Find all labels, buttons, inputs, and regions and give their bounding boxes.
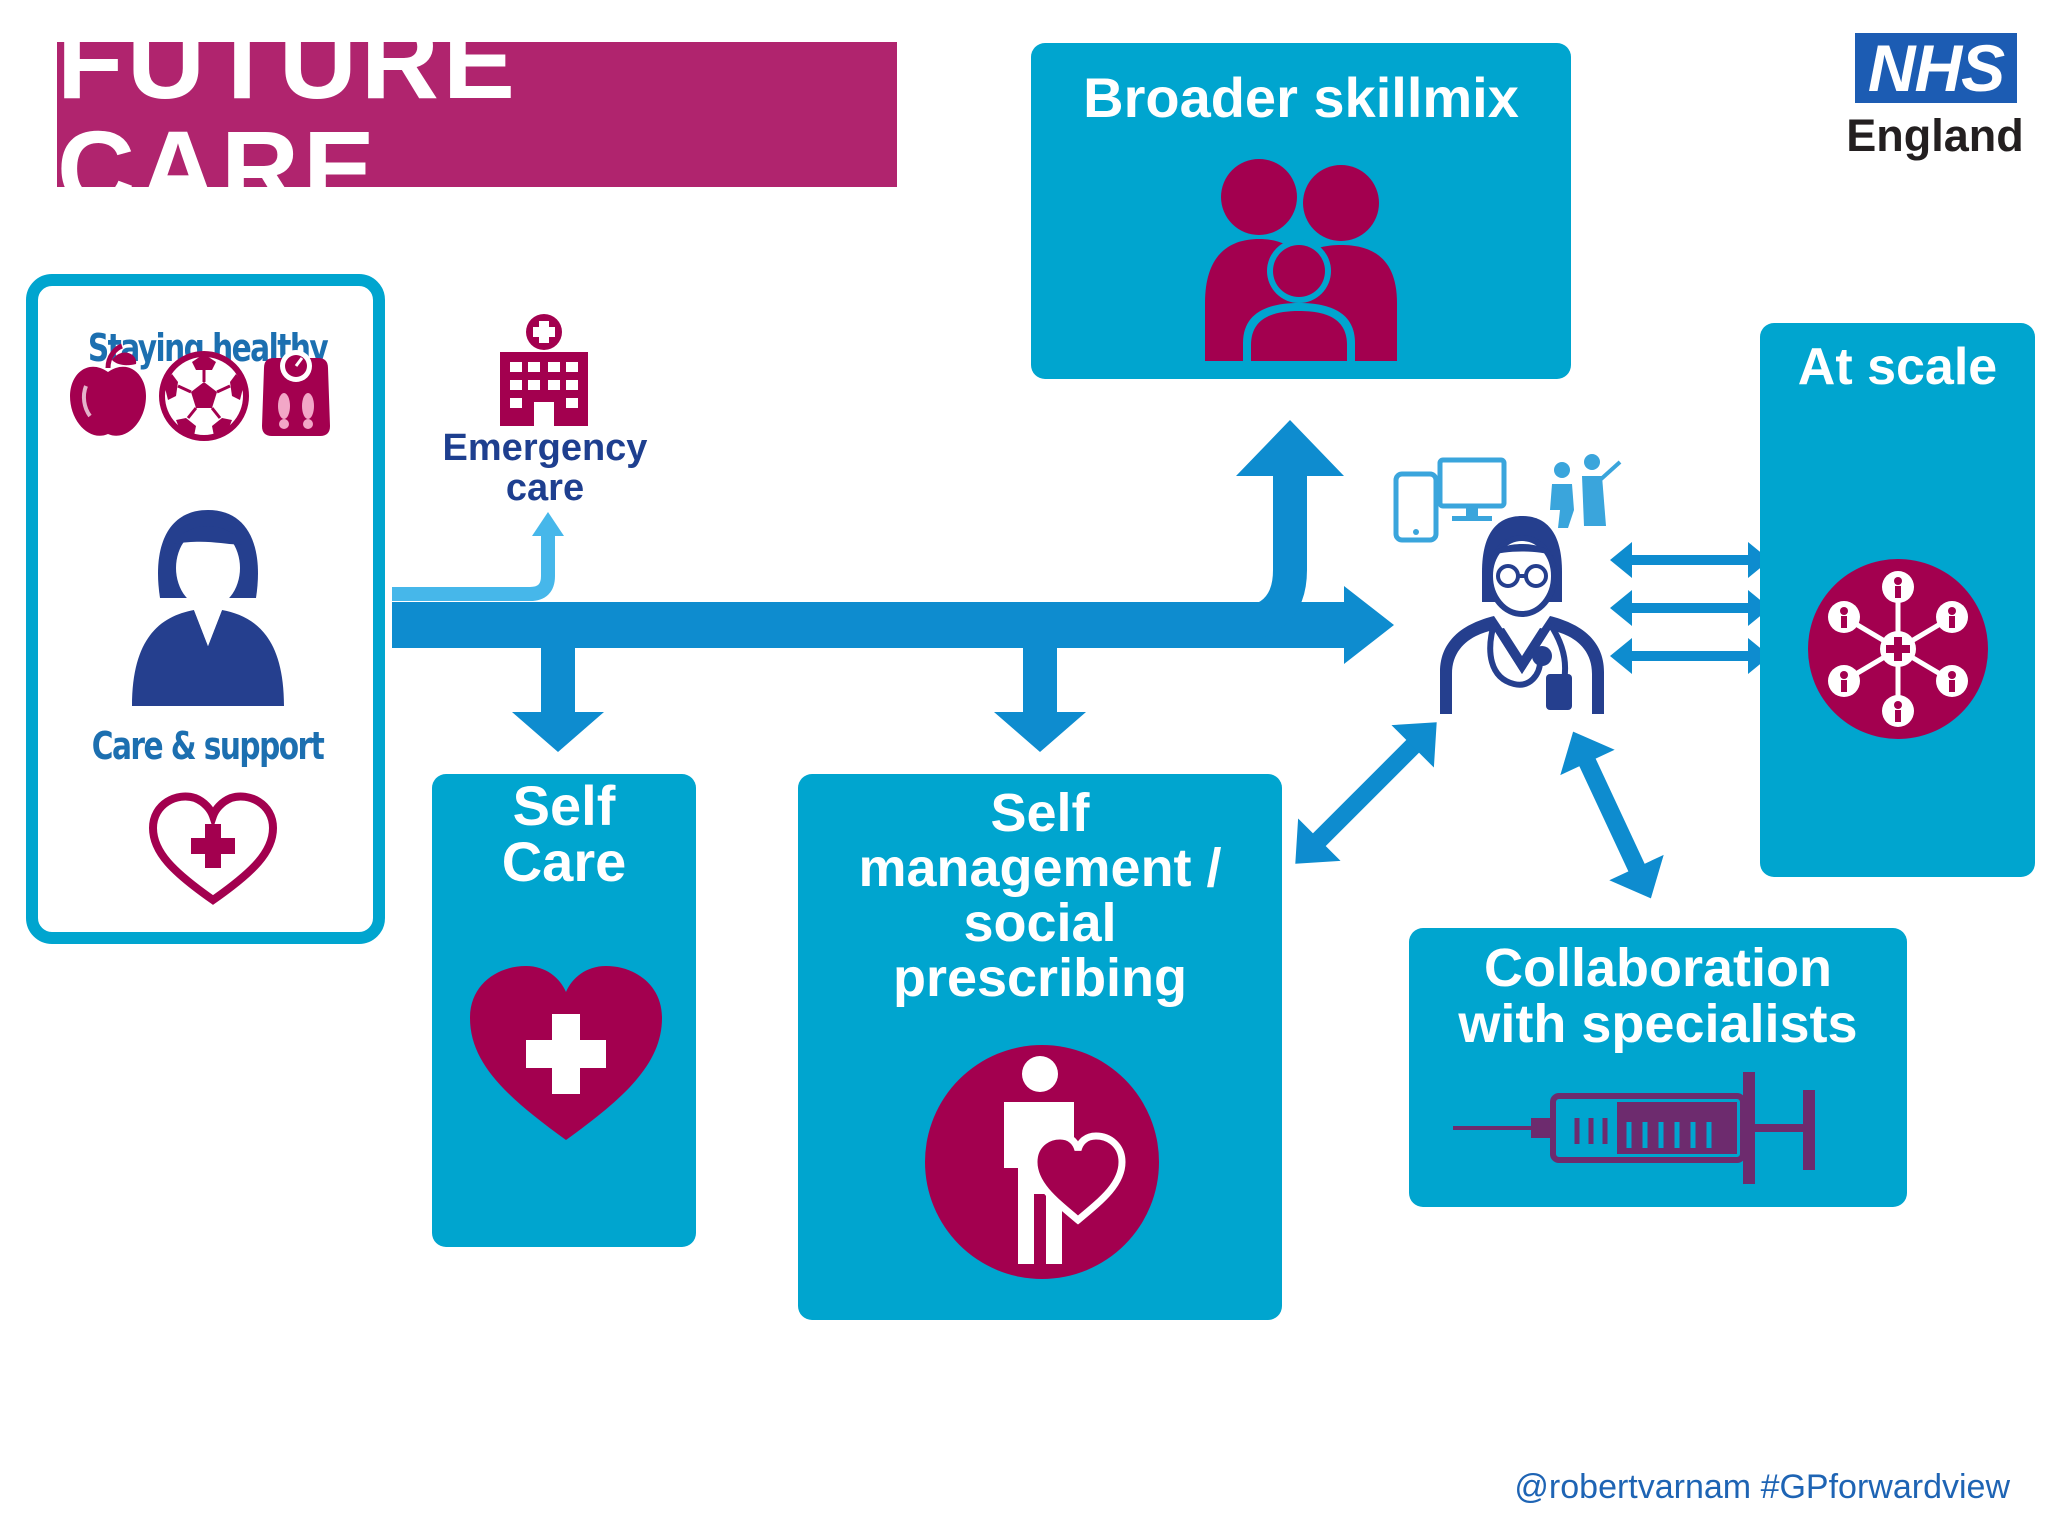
people-icon (1205, 159, 1397, 361)
self-management-label: Self management / social prescribing (798, 786, 1282, 1006)
self-care-label: Self Care (432, 778, 696, 890)
self-care-line2: Care (501, 830, 627, 893)
collaboration-line2: with specialists (1458, 994, 1858, 1054)
emergency-care-line1: Emergency (442, 427, 648, 469)
title-banner: FUTURE CARE (57, 6, 897, 222)
network-icon (1808, 559, 1988, 739)
left-panel: Staying healthy Care & support (26, 274, 385, 944)
nhs-logo: NHS (1855, 33, 2017, 103)
emergency-care-label: Emergency care (425, 428, 665, 508)
gp-management-arrow (1295, 722, 1437, 864)
self-care-tile: Self Care (432, 774, 696, 1247)
scales-icon (262, 350, 330, 436)
broader-skillmix-label: Broader skillmix (1083, 66, 1519, 129)
credit-line: @robertvarnam #GPforwardview (1514, 1468, 2010, 1506)
self-management-line2: management / (858, 838, 1222, 898)
doctor-icon (1440, 516, 1604, 714)
collaboration-label: Collaboration with specialists (1409, 940, 1907, 1052)
care-support-label: Care & support (91, 724, 325, 768)
at-scale-arrows (1610, 542, 1770, 674)
self-care-line1: Self (512, 774, 616, 837)
nhs-logo-name: England (1846, 110, 2024, 161)
consultation-icon (1550, 454, 1622, 528)
devices-icon (1393, 457, 1507, 543)
gp-collaboration-arrow (1560, 731, 1664, 899)
at-scale-tile: At scale (1760, 323, 2035, 877)
heart-cross-icon (148, 792, 278, 905)
self-management-tile: Self management / social prescribing (798, 774, 1282, 1320)
broader-skillmix-tile: Broader skillmix (1031, 43, 1571, 379)
at-scale-label: At scale (1797, 338, 1998, 396)
collaboration-tile: Collaboration with specialists (1409, 928, 1907, 1207)
self-management-line3: social (963, 893, 1117, 953)
heart-cross-icon (470, 966, 662, 1140)
syringe-icon (1453, 1072, 1815, 1184)
left-panel-icons (70, 343, 330, 905)
person-heart-icon (925, 1045, 1159, 1279)
hospital-icon (500, 314, 588, 426)
apple-icon (70, 343, 146, 436)
gp-doctor-icon (1393, 454, 1622, 714)
woman-icon (132, 510, 284, 706)
skillmix-arrow (1229, 470, 1307, 642)
self-management-line4: prescribing (892, 948, 1188, 1008)
emergency-arrow (392, 532, 555, 601)
football-icon (159, 351, 249, 441)
main-arrow-head (1344, 586, 1394, 664)
nhs-logo-mark: NHS (1867, 31, 2005, 105)
emergency-care-line2: care (505, 467, 585, 509)
page-title: FUTURE CARE (57, 0, 519, 229)
collaboration-line1: Collaboration (1484, 938, 1832, 998)
self-management-line1: Self (990, 783, 1090, 843)
